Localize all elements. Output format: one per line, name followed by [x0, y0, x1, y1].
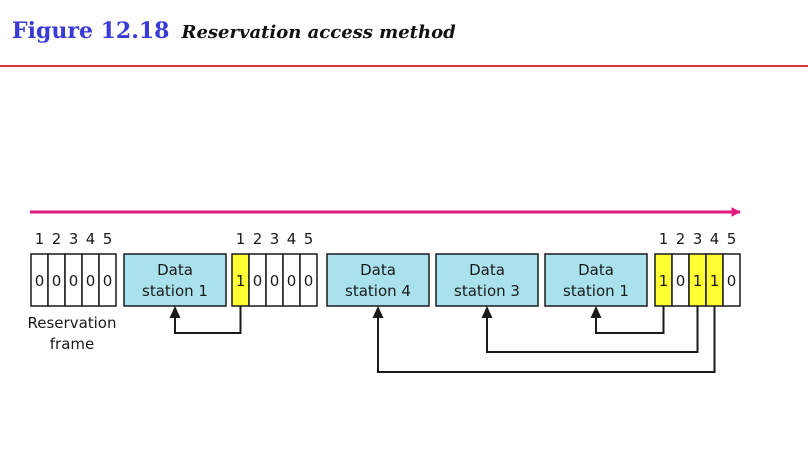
data-frame-station-3: Data station 3 — [435, 253, 539, 307]
reservation-link-station-1 — [169, 306, 242, 334]
slot-numbers-frame-1: 1 2 3 4 5 — [35, 230, 113, 248]
figure-header: Figure 12.18 Reservation access method — [12, 18, 456, 44]
bit-value: 0 — [86, 272, 96, 290]
reservation-frame-3: 1 0 1 1 0 — [654, 253, 741, 307]
slot-number: 4 — [287, 230, 297, 248]
up-arrow-head — [169, 306, 181, 318]
up-arrow-head — [590, 306, 602, 318]
reservation-link-station-3 — [481, 306, 699, 353]
reservation-frame-2: 1 0 0 0 0 — [231, 253, 318, 307]
connector-line — [486, 306, 699, 353]
slot-number: 2 — [52, 230, 62, 248]
data-frame-label: Data — [469, 261, 505, 279]
data-frame-box — [544, 253, 648, 307]
up-arrow-head — [481, 306, 493, 318]
slot-number: 4 — [86, 230, 96, 248]
bit-value: 0 — [727, 272, 737, 290]
data-frame-station-1-second: Data station 1 — [544, 253, 648, 307]
reservation-frame-label-line1: Reservation — [28, 314, 117, 332]
data-frame-label: station 3 — [454, 282, 520, 300]
slot-numbers-frame-3: 1 2 3 4 5 — [659, 230, 737, 248]
figure-number: Figure 12.18 — [12, 18, 170, 44]
up-arrow-head — [372, 306, 384, 318]
bit-value: 0 — [287, 272, 297, 290]
slot-number: 1 — [659, 230, 669, 248]
reservation-link-station-4 — [372, 306, 716, 373]
slot-number: 1 — [35, 230, 45, 248]
bit-value: 0 — [676, 272, 686, 290]
data-frame-label: Data — [578, 261, 614, 279]
data-frame-station-4: Data station 4 — [326, 253, 430, 307]
bit-value: 1 — [710, 272, 720, 290]
slot-number: 3 — [69, 230, 79, 248]
data-frame-label: Data — [360, 261, 396, 279]
bit-value: 0 — [35, 272, 45, 290]
header-divider — [0, 65, 808, 67]
slot-number: 4 — [710, 230, 720, 248]
bit-cell — [98, 253, 117, 307]
figure-title: Reservation access method — [181, 22, 456, 43]
bit-cell — [299, 253, 318, 307]
bit-value: 0 — [69, 272, 79, 290]
data-frame-label: station 4 — [345, 282, 411, 300]
bit-value: 1 — [693, 272, 703, 290]
connector-line — [595, 306, 665, 334]
data-frame-label: Data — [157, 261, 193, 279]
data-frame-box — [435, 253, 539, 307]
reservation-frame-label-line2: frame — [50, 335, 94, 353]
bit-value: 0 — [103, 272, 113, 290]
slot-number: 2 — [676, 230, 686, 248]
slot-number: 5 — [727, 230, 737, 248]
data-frame-station-1: Data station 1 — [123, 253, 227, 307]
data-frame-box — [123, 253, 227, 307]
slot-numbers-frame-2: 1 2 3 4 5 — [236, 230, 314, 248]
reservation-link-station-1-second — [590, 306, 665, 334]
bit-value: 1 — [659, 272, 669, 290]
bit-value: 0 — [253, 272, 263, 290]
data-frame-label: station 1 — [563, 282, 629, 300]
reservation-frame-1: 0 0 0 0 0 — [30, 253, 117, 307]
bit-value: 0 — [270, 272, 280, 290]
slot-number: 5 — [103, 230, 113, 248]
bit-value: 1 — [236, 272, 246, 290]
bit-value: 0 — [52, 272, 62, 290]
connector-line — [377, 306, 716, 373]
slot-number: 5 — [304, 230, 314, 248]
data-frame-label: station 1 — [142, 282, 208, 300]
bit-value: 0 — [304, 272, 314, 290]
connector-line — [174, 306, 242, 334]
slot-number: 2 — [253, 230, 263, 248]
slot-number: 3 — [270, 230, 280, 248]
slot-number: 3 — [693, 230, 703, 248]
bit-cell — [722, 253, 741, 307]
slot-number: 1 — [236, 230, 246, 248]
